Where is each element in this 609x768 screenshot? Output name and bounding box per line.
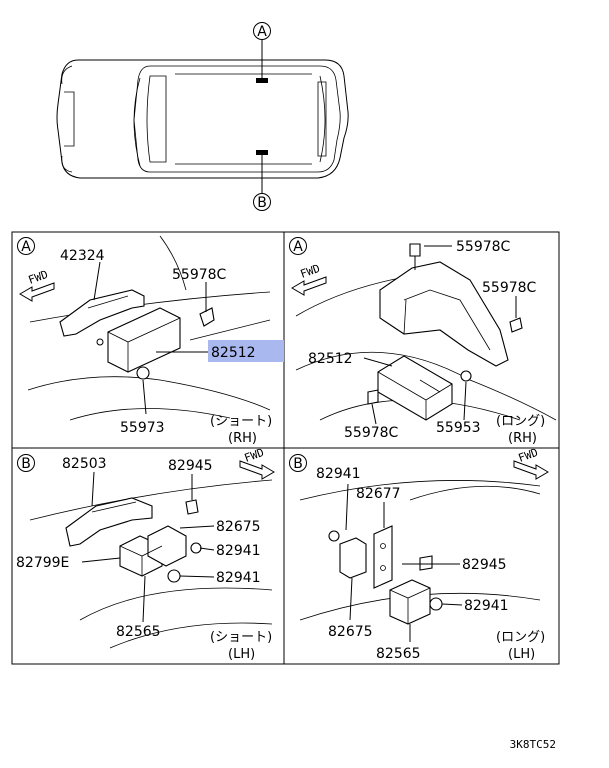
panel-b-short-lh: B FWD 82503 82945 82675 82941 82799E 829… — [16, 446, 275, 662]
panel-marker: B — [293, 456, 303, 472]
panel-marker: B — [21, 456, 31, 472]
part-label: 82941 — [216, 543, 261, 559]
part-label: 82512 — [211, 345, 256, 361]
fwd-label: FWD — [517, 446, 540, 465]
panel-grid — [11, 231, 560, 665]
part-label: 82675 — [328, 624, 373, 640]
highlight-box — [208, 340, 284, 362]
part-label: 82941 — [464, 598, 509, 614]
part-label: 55973 — [120, 420, 165, 436]
panel-caption: (ショート) — [210, 630, 272, 645]
fwd-label: FWD — [27, 268, 50, 287]
part-label: 55978C — [172, 267, 227, 283]
part-label: 82941 — [216, 570, 261, 586]
panel-a-long-rh: A FWD 55978C 55978C 82512 55978C 55953 (… — [289, 237, 557, 446]
part-label: 82945 — [462, 557, 507, 573]
part-label: 82512 — [308, 351, 353, 367]
part-label: 42324 — [60, 248, 105, 264]
part-label: 82675 — [216, 519, 261, 535]
part-label: 55978C — [344, 425, 399, 441]
part-label: 82945 — [168, 458, 213, 474]
panel-caption: (LH) — [228, 647, 255, 662]
part-label: 82503 — [62, 456, 107, 472]
part-label: 55953 — [436, 420, 481, 436]
panel-caption: (ショート) — [210, 414, 272, 429]
vehicle-marker-b: B — [257, 195, 267, 211]
vehicle-marker-a: A — [257, 24, 267, 40]
diagram-code: 3K8TC52 — [510, 738, 556, 751]
part-label: 55978C — [456, 239, 511, 255]
panel-caption: (RH) — [228, 431, 257, 446]
part-label: 55978C — [482, 280, 537, 296]
panel-caption: (RH) — [508, 431, 537, 446]
fwd-label: FWD — [299, 262, 322, 281]
part-label: 82941 — [316, 466, 361, 482]
panel-marker: A — [21, 239, 31, 255]
part-label: 82799E — [16, 555, 69, 571]
panel-caption: (LH) — [508, 647, 535, 662]
panel-b-long-lh: B FWD 82941 82677 82945 82941 82675 8256… — [289, 446, 549, 662]
panel-a-short-rh: A FWD 42324 55978C 82512 55973 (ショート — [17, 235, 284, 446]
fwd-label: FWD — [243, 446, 266, 465]
part-label: 82677 — [356, 486, 401, 502]
part-label: 82565 — [376, 646, 421, 662]
panel-marker: A — [293, 239, 303, 255]
part-label: 82565 — [116, 624, 161, 640]
panel-caption: (ロング) — [496, 414, 545, 429]
panel-caption: (ロング) — [496, 630, 545, 645]
vehicle-top-view: A B — [56, 22, 349, 211]
